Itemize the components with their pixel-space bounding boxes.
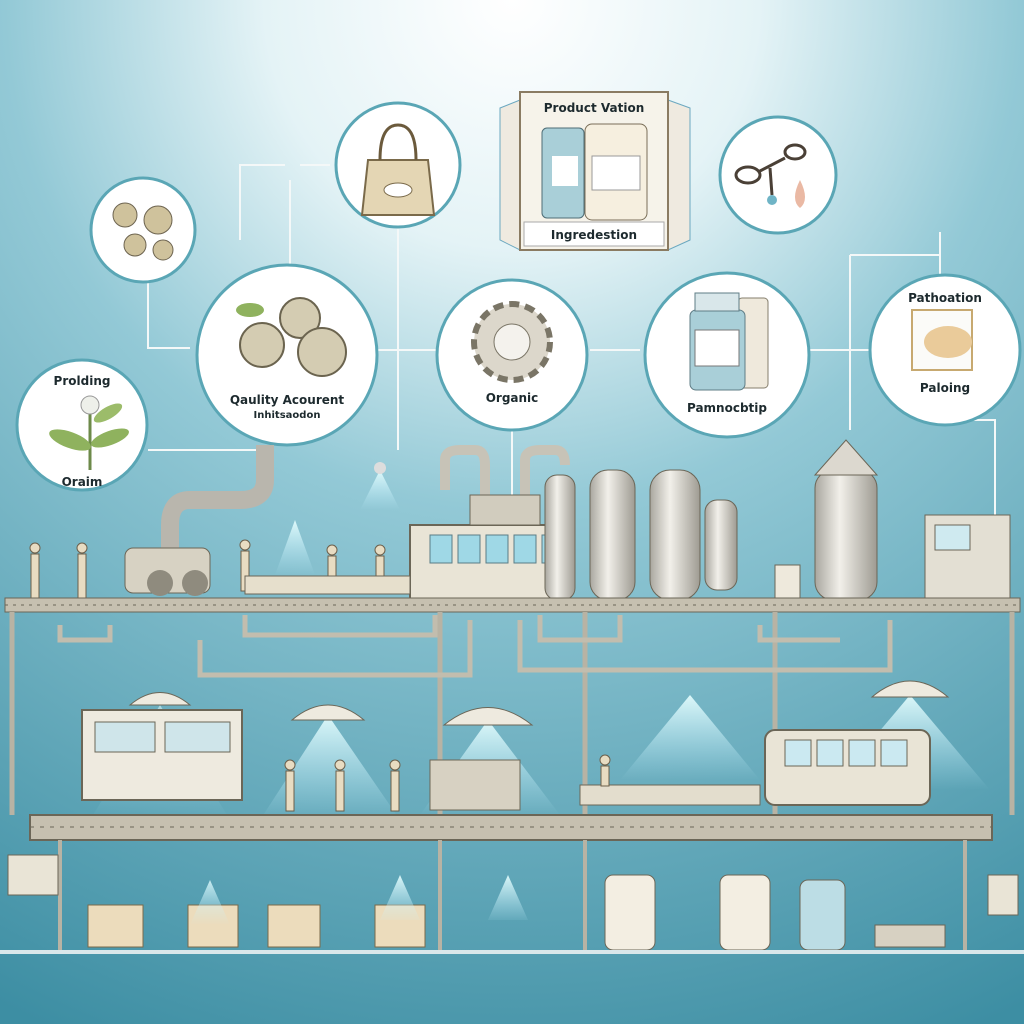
scissors-icon (734, 143, 807, 196)
bottle-circle: Pamnocbtip (643, 271, 811, 439)
gears-icon (236, 297, 347, 377)
drop-icon (795, 180, 805, 208)
plant-top-label: Prolding (54, 374, 111, 388)
quality-label-line2: Inhitsaodon (254, 410, 321, 421)
lower-conveyor (29, 814, 993, 950)
bottle-icon (689, 292, 769, 391)
organic-circle: Organic (435, 278, 589, 432)
packaging-bottom-label: Paloing (920, 381, 970, 395)
upper-machinery (29, 439, 1011, 601)
quality-circle: Qaulity Acourent Inhitsaodon (195, 263, 379, 447)
packing-stations (7, 854, 1019, 951)
packaging-top-label: Pathoation (908, 291, 982, 305)
bottle-icon (719, 874, 771, 951)
floor (0, 950, 1024, 954)
quality-label-line1: Qaulity Acourent (230, 393, 345, 407)
plant-circle: Prolding Oraim (15, 358, 149, 492)
package-icon (924, 326, 972, 358)
packaging-circle: Pathoation Paloing (868, 273, 1022, 427)
lower-machinery (81, 709, 931, 812)
upper-conveyor (4, 597, 1021, 815)
organic-label: Organic (486, 391, 539, 405)
tools-circle (718, 115, 838, 235)
product-box-title: Product Vation (544, 101, 644, 115)
plant-icon (49, 395, 129, 470)
gears-icon (112, 202, 174, 261)
bottle-label: Pamnocbtip (687, 401, 767, 415)
plant-bottom-label: Oraim (62, 475, 103, 489)
product-box: Product Vation Ingredestion (499, 91, 691, 251)
product-box-footer: Ingredestion (551, 228, 637, 242)
bottle-icon (799, 879, 846, 951)
bag-circle (334, 101, 462, 229)
gears-circle (89, 176, 197, 284)
bottle-icon (604, 874, 656, 951)
